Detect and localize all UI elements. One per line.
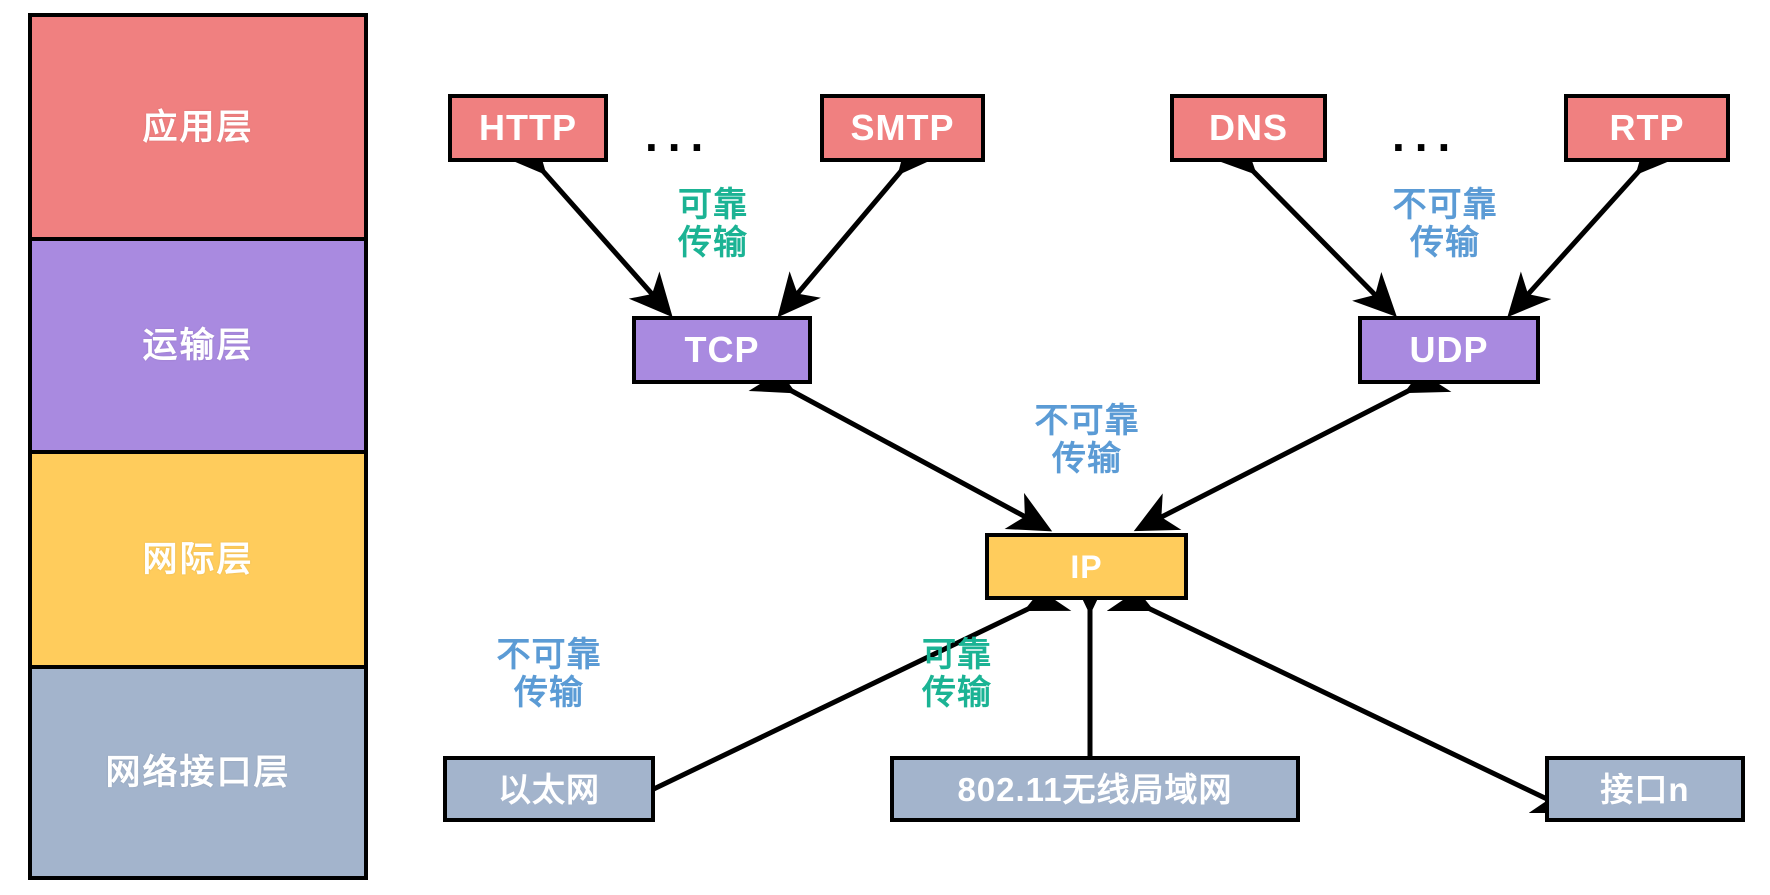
layer-label-internet: 网际层 xyxy=(142,540,254,579)
layer-cell-network-interface[interactable]: 网络接口层 xyxy=(32,669,364,876)
node-dns[interactable]: DNS xyxy=(1170,94,1327,162)
node-label-ip: IP xyxy=(1070,548,1103,585)
layer-label-application: 应用层 xyxy=(142,107,254,147)
layer-cell-internet[interactable]: 网际层 xyxy=(32,454,364,669)
annotation-tcp-reliable: 可靠 传输 xyxy=(678,186,748,263)
arrow-udp-ip xyxy=(1133,355,1452,532)
node-tcp[interactable]: TCP xyxy=(632,316,812,384)
node-smtp[interactable]: SMTP xyxy=(820,94,985,162)
node-label-rtp: RTP xyxy=(1609,107,1685,148)
node-http[interactable]: HTTP xyxy=(448,94,608,162)
layer-stack: 应用层 运输层 网际层 网络接口层 xyxy=(28,13,368,880)
ellipsis-left-label: ... xyxy=(645,109,714,161)
node-interface-n[interactable]: 接口n xyxy=(1545,756,1745,822)
annotation-ethernet-unreliable: 不可靠 传输 xyxy=(496,636,602,713)
ellipsis-right: ... xyxy=(1392,112,1460,158)
node-label-smtp: SMTP xyxy=(850,107,955,148)
arrow-smtp-tcp xyxy=(777,129,941,318)
layer-cell-application[interactable]: 应用层 xyxy=(32,17,364,241)
node-label-udp: UDP xyxy=(1409,329,1489,370)
node-ethernet[interactable]: 以太网 xyxy=(443,756,655,822)
annotation-udp-unreliable: 不可靠 传输 xyxy=(1392,186,1498,263)
node-label-wlan-80211: 802.11无线局域网 xyxy=(957,770,1233,808)
layer-label-transport: 运输层 xyxy=(142,326,254,365)
arrow-rtp-udp xyxy=(1507,129,1680,318)
node-label-http: HTTP xyxy=(479,107,577,148)
node-label-tcp: TCP xyxy=(684,329,760,370)
node-label-dns: DNS xyxy=(1208,107,1288,148)
node-ip[interactable]: IP xyxy=(985,533,1188,600)
node-label-ethernet: 以太网 xyxy=(498,770,600,808)
node-wlan-80211[interactable]: 802.11无线局域网 xyxy=(890,756,1300,822)
node-rtp[interactable]: RTP xyxy=(1564,94,1730,162)
ellipsis-left: ... xyxy=(645,112,713,158)
layer-label-network-interface: 网络接口层 xyxy=(105,753,291,792)
node-label-interface-n: 接口n xyxy=(1600,770,1690,808)
annotation-ip-unreliable: 不可靠 传输 xyxy=(1034,402,1140,479)
layer-cell-transport[interactable]: 运输层 xyxy=(32,241,364,454)
ellipsis-right-label: ... xyxy=(1392,109,1461,161)
node-udp[interactable]: UDP xyxy=(1358,316,1540,384)
annotation-wlan-reliable: 可靠 传输 xyxy=(922,636,992,713)
